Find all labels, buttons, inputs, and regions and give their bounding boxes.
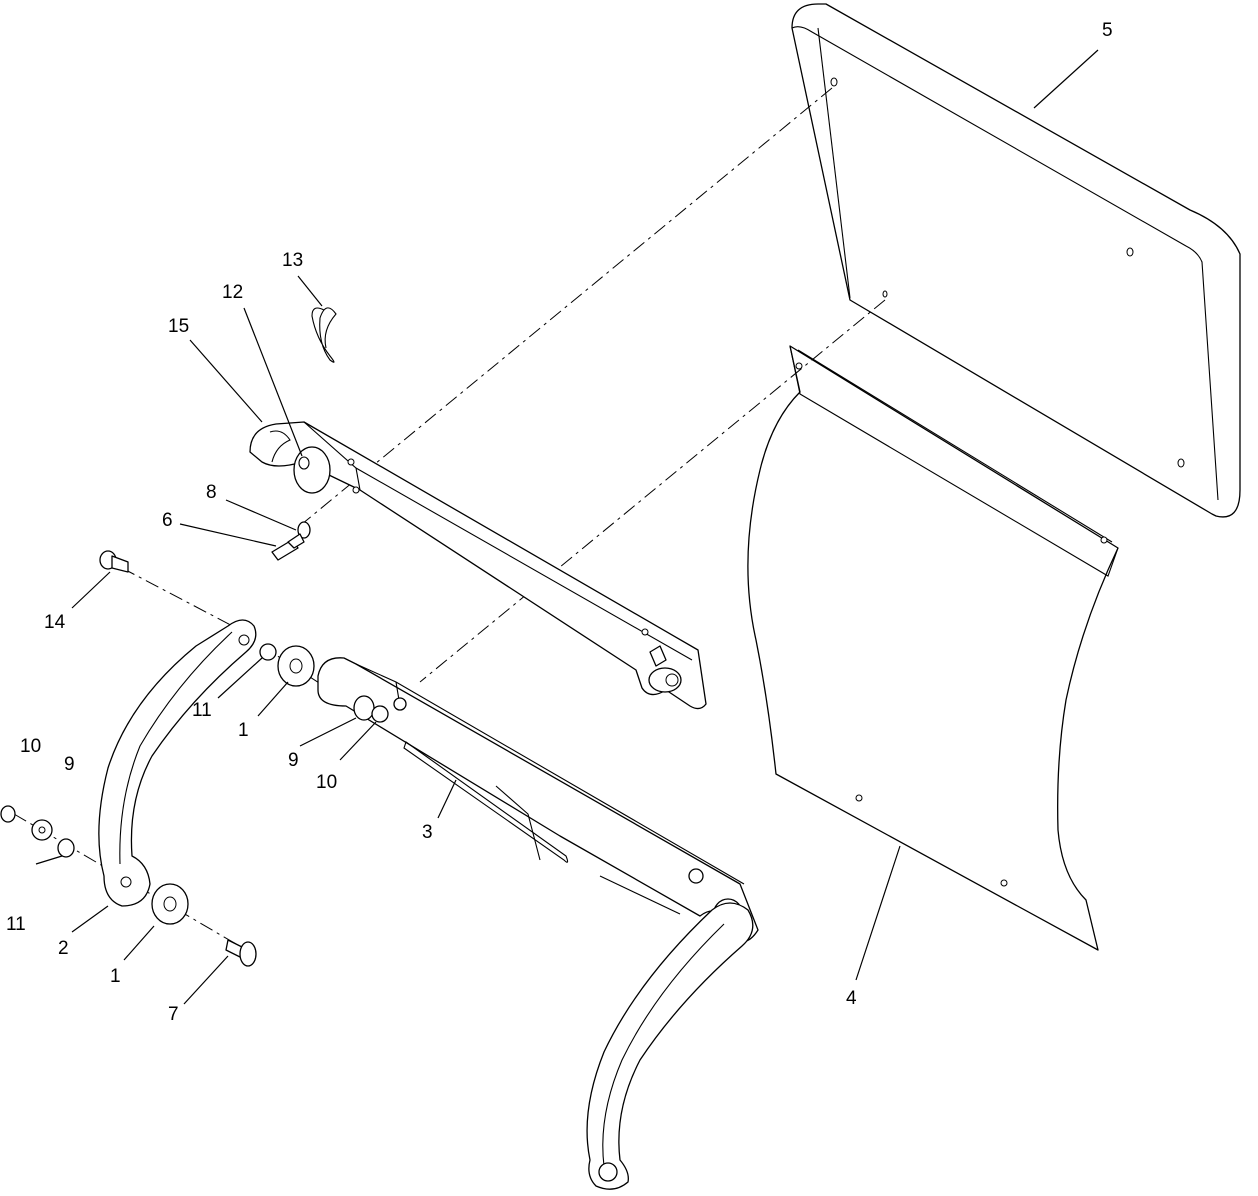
callout-9: 9 bbox=[64, 754, 75, 775]
callout-15: 15 bbox=[168, 316, 189, 337]
part-2-curved-arm bbox=[98, 619, 257, 907]
callout-10: 10 bbox=[20, 736, 41, 757]
curved-arm-assembled bbox=[586, 902, 754, 1190]
callout-7: 7 bbox=[168, 1004, 179, 1025]
callout-8: 8 bbox=[206, 482, 217, 503]
part-15-upper-bar bbox=[249, 421, 707, 710]
callout-6: 6 bbox=[162, 510, 173, 531]
callout-labels: 5 13 12 15 8 6 14 11 1 9 10 10 9 3 11 2 … bbox=[6, 20, 1113, 1025]
callout-11: 11 bbox=[192, 700, 212, 721]
callout-11: 11 bbox=[6, 914, 26, 935]
callout-12: 12 bbox=[222, 282, 243, 303]
callout-13: 13 bbox=[282, 250, 303, 271]
callout-3: 3 bbox=[422, 822, 433, 843]
part-14-carriage-bolt bbox=[99, 550, 129, 573]
callout-9: 9 bbox=[288, 750, 299, 771]
part-1-washer-upper bbox=[277, 645, 315, 687]
callout-4: 4 bbox=[846, 988, 857, 1009]
callout-14: 14 bbox=[44, 612, 66, 633]
callout-1: 1 bbox=[238, 720, 249, 741]
part-8-lock-washer bbox=[297, 521, 311, 539]
part-4-flap bbox=[747, 345, 1119, 951]
part-6-bolt bbox=[271, 533, 305, 561]
part-1-washer-lower bbox=[151, 883, 189, 925]
part-11-spacer-lower bbox=[57, 838, 75, 858]
part-7-clevis-pin bbox=[225, 939, 257, 967]
part-13-hairpin-clip bbox=[311, 307, 337, 363]
part-5-cushion bbox=[791, 3, 1241, 518]
callout-10: 10 bbox=[316, 772, 337, 793]
callout-1: 1 bbox=[110, 966, 121, 987]
callout-2: 2 bbox=[58, 938, 69, 959]
part-11-spacer-upper bbox=[259, 643, 277, 661]
part-9-washer-left bbox=[31, 819, 53, 841]
leader-lines bbox=[35, 49, 1099, 1005]
callout-5: 5 bbox=[1102, 20, 1113, 41]
part-12-washer bbox=[293, 446, 331, 494]
part-10-nut-left bbox=[0, 805, 16, 823]
